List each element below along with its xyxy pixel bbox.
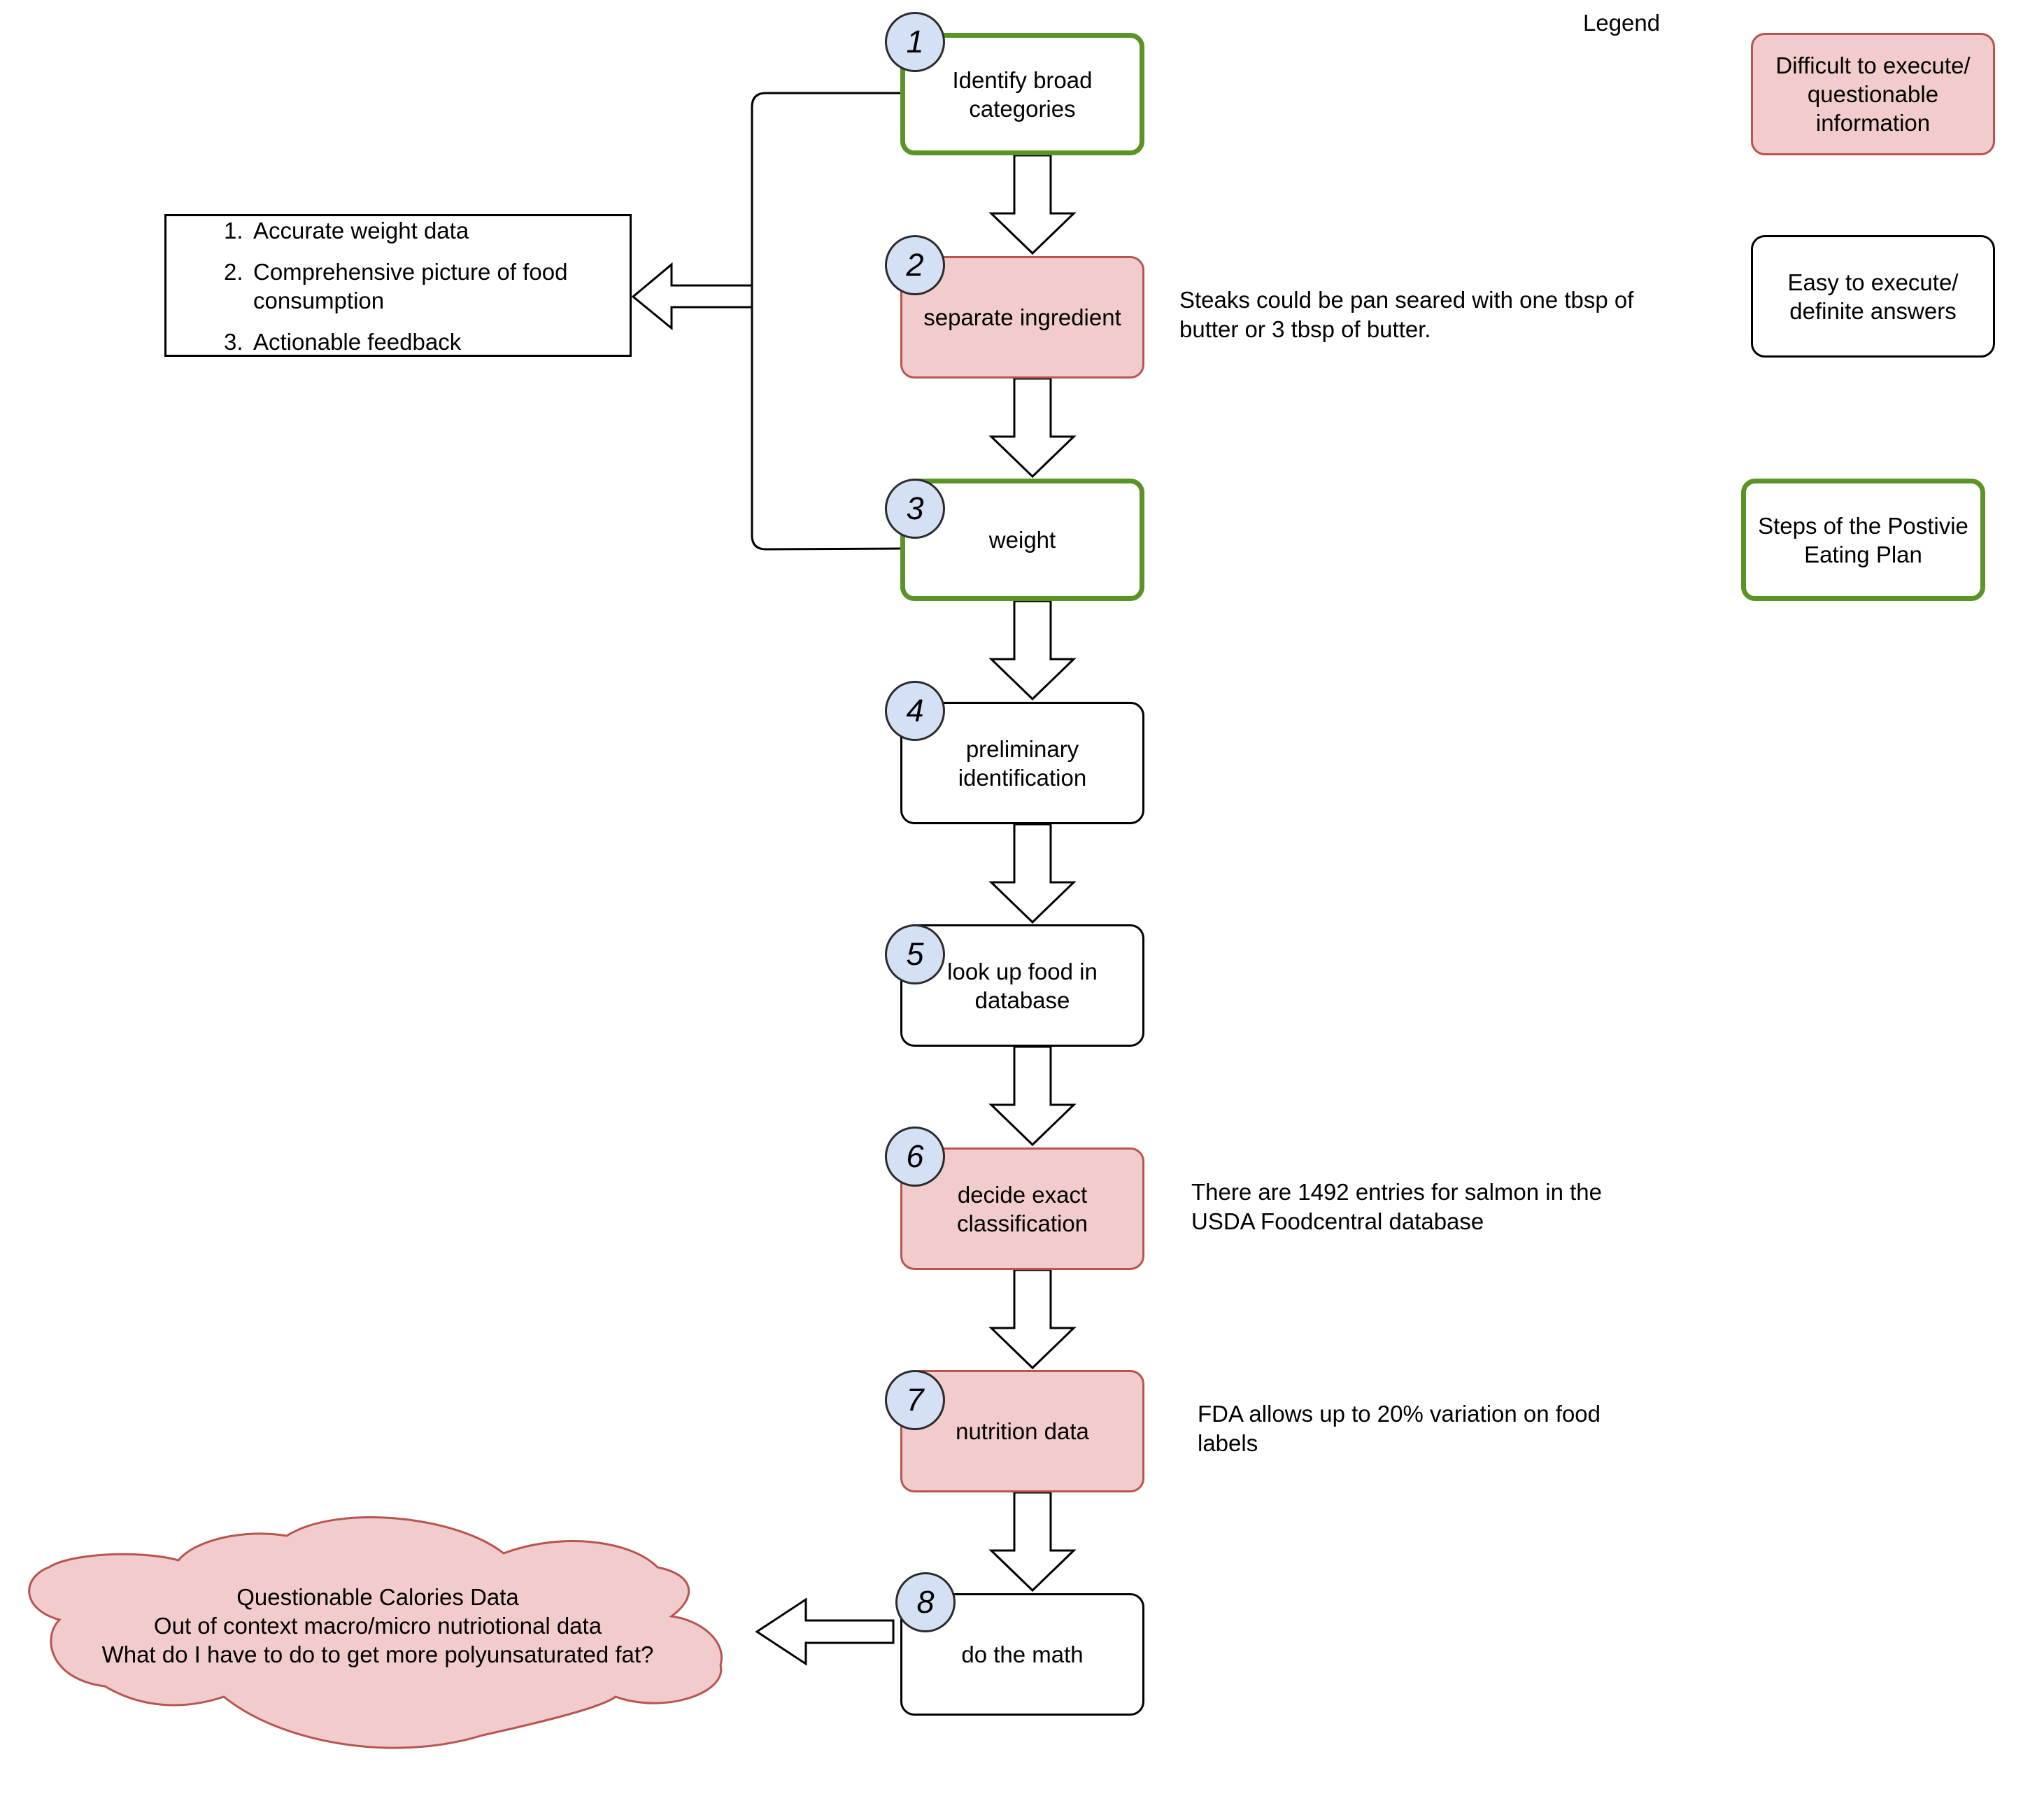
- cloud-line: What do I have to do to get more polyuns…: [101, 1641, 654, 1667]
- step-7-label: nutrition data: [956, 1418, 1089, 1444]
- step-7-badge: 7: [885, 1370, 945, 1430]
- step-5-number: 5: [906, 936, 924, 972]
- step-3-badge: 3: [885, 479, 945, 539]
- legend-difficult-label: Difficult to execute/ questionable infor…: [1775, 52, 1971, 136]
- goal-text: Accurate weight data: [253, 218, 469, 243]
- step-4-label: preliminary identification: [958, 735, 1087, 791]
- step-2-badge: 2: [885, 235, 945, 295]
- arrow-6-to-7: [988, 1269, 1077, 1370]
- step-6-number: 6: [906, 1138, 924, 1174]
- arrow-to-goals: [631, 262, 753, 331]
- step-8-label: do the math: [961, 1641, 1084, 1667]
- step-6-label: decide exact classification: [956, 1181, 1088, 1236]
- cloud-line: Out of context macro/micro nutriotional …: [153, 1613, 602, 1639]
- step-5-badge: 5: [885, 924, 945, 984]
- legend-easy-label: Easy to execute/ definite answers: [1787, 269, 1959, 324]
- goal-item: 1. Accurate weight data: [224, 216, 616, 245]
- step-3-label: weight: [988, 527, 1056, 553]
- goal-number: 1.: [224, 218, 243, 243]
- step-6-box: decide exact classification: [900, 1147, 1144, 1270]
- step-7-note: FDA allows up to 20% variation on food l…: [1198, 1401, 1601, 1456]
- goal-item: 3. Actionable feedback: [224, 327, 616, 356]
- legend-title: Legend: [1583, 10, 1661, 36]
- concerns-cloud-text: Questionable Calories Data Out of contex…: [28, 1583, 728, 1669]
- arrow-1-to-2: [988, 154, 1077, 255]
- arrow-4-to-5: [988, 823, 1077, 924]
- arrow-2-to-3: [988, 377, 1077, 479]
- step-1-number: 1: [906, 24, 924, 59]
- arrow-3-to-4: [988, 600, 1077, 701]
- bracket-connector: [751, 92, 901, 551]
- step-2-note: Steaks could be pan seared with one tbsp…: [1179, 287, 1634, 342]
- step-8-badge: 8: [895, 1572, 956, 1632]
- goals-box: 1. Accurate weight data 2. Comprehensive…: [164, 214, 632, 357]
- legend-plan-label: Steps of the Postivie Eating Plan: [1758, 512, 1968, 567]
- goal-item: 2. Comprehensive picture of food consump…: [224, 257, 616, 315]
- arrow-7-to-8: [988, 1491, 1077, 1592]
- arrow-to-cloud: [755, 1597, 895, 1666]
- legend-easy-box: Easy to execute/ definite answers: [1751, 235, 1995, 358]
- concerns-cloud: [28, 1516, 723, 1749]
- step-4-number: 4: [906, 693, 924, 728]
- goals-list: 1. Accurate weight data 2. Comprehensive…: [224, 216, 616, 356]
- legend-difficult-box: Difficult to execute/ questionable infor…: [1751, 33, 1995, 155]
- step-1-badge: 1: [885, 12, 945, 72]
- step-2-number: 2: [906, 247, 924, 283]
- step-4-badge: 4: [885, 681, 945, 741]
- legend-plan-box: Steps of the Postivie Eating Plan: [1741, 479, 1985, 601]
- step-2-label: separate ingredient: [923, 304, 1121, 330]
- goal-text: Comprehensive picture of food consumptio…: [253, 259, 568, 313]
- goal-number: 2.: [224, 259, 243, 285]
- step-5-label: look up food in database: [947, 958, 1098, 1013]
- goal-number: 3.: [224, 329, 243, 355]
- cloud-line: Questionable Calories Data: [236, 1584, 519, 1610]
- step-8-number: 8: [916, 1584, 935, 1620]
- step-7-number: 7: [906, 1382, 924, 1418]
- step-6-badge: 6: [885, 1126, 945, 1187]
- step-1-label: Identify broad categories: [952, 66, 1093, 122]
- goal-text: Actionable feedback: [253, 329, 462, 355]
- step-6-note: There are 1492 entries for salmon in the…: [1191, 1179, 1602, 1234]
- step-3-number: 3: [906, 490, 924, 526]
- arrow-5-to-6: [988, 1045, 1077, 1147]
